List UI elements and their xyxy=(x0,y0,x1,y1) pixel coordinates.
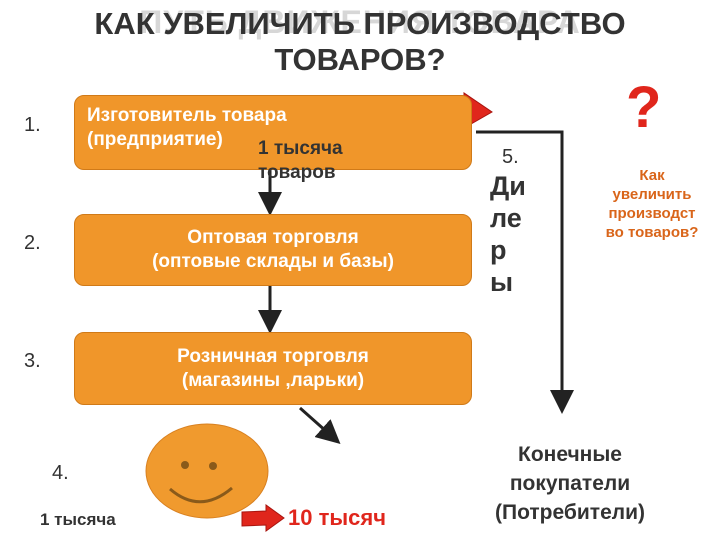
retail-line-1: Розничная торговля xyxy=(177,345,369,367)
question-mark: ? xyxy=(626,75,662,140)
consumers-line-2: покупатели xyxy=(509,472,631,495)
arrow-retail-to-consumer xyxy=(299,406,341,444)
dealers-line-1: Ди xyxy=(490,171,526,201)
smiley-face xyxy=(145,423,269,519)
page-title: КАК УВЕЛИЧИТЬ ПРОИЗВОДСТВО ТОВАРОВ? xyxy=(0,6,720,78)
title-line-2: ТОВАРОВ? xyxy=(274,42,446,77)
arrow-direct-to-consumers xyxy=(476,130,574,414)
smiley-eye-left xyxy=(181,461,189,469)
title-line-1: КАК УВЕЛИЧИТЬ ПРОИЗВОДСТВО xyxy=(94,6,626,41)
wholesale-line-2: (оптовые склады и базы) xyxy=(152,251,394,272)
retail-line-2: (магазины ,ларьки) xyxy=(181,369,365,391)
dealers-line-4: ы xyxy=(490,267,514,297)
step-number-5: 5. xyxy=(502,146,519,168)
question-line-4: во товаров? xyxy=(605,224,699,241)
smiley-mouth xyxy=(169,486,233,504)
consumers-line-3: (Потребители) xyxy=(495,501,645,524)
dealers-label: Ди ле р ы xyxy=(490,170,526,298)
question-text: Как увеличить производст во товаров? xyxy=(584,166,720,242)
thousand-goods-label: 1 тысяча товаров xyxy=(258,137,343,185)
manufacturer-line-2: (предприятие) xyxy=(87,129,223,150)
dealers-line-3: р xyxy=(490,235,507,265)
step-number-4: 4. xyxy=(52,462,69,484)
step-number-3: 3. xyxy=(24,350,41,372)
ten-thousand-label: 10 тысяч xyxy=(288,505,386,530)
question-line-2: увеличить xyxy=(612,186,692,203)
question-line-1: Как xyxy=(639,167,665,184)
box-manufacturer: Изготовитель товара (предприятие) xyxy=(74,95,472,170)
box-wholesale: Оптовая торговля (оптовые склады и базы) xyxy=(74,214,472,286)
step-number-1: 1. xyxy=(24,114,41,136)
consumers-line-1: Конечные xyxy=(518,443,622,466)
consumers-label: Конечные покупатели (Потребители) xyxy=(464,440,676,527)
title-background: ПУТЬ ДВИЖЕНИЯ ТОВАРА xyxy=(139,4,581,40)
thousand-goods-line-1: 1 тысяча xyxy=(258,138,343,159)
manufacturer-line-1: Изготовитель товара xyxy=(87,105,287,126)
red-arrow-bottom xyxy=(241,504,285,532)
dealers-line-2: ле xyxy=(490,203,522,233)
one-thousand-label: 1 тысяча xyxy=(40,510,116,529)
step-number-2: 2. xyxy=(24,232,41,254)
box-retail: Розничная торговля (магазины ,ларьки) xyxy=(74,332,472,405)
wholesale-line-1: Оптовая торговля xyxy=(187,227,359,248)
smiley-eye-right xyxy=(209,462,217,470)
thousand-goods-line-2: товаров xyxy=(258,162,336,183)
question-line-3: производст xyxy=(608,205,696,222)
